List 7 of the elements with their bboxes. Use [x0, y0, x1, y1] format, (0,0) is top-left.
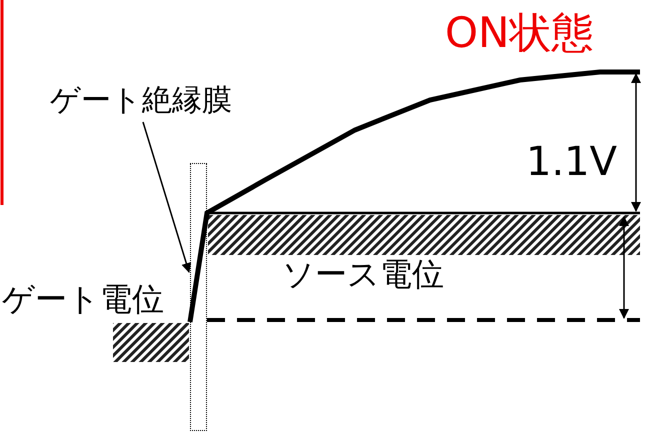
callout-text: ゲート絶縁膜	[50, 86, 232, 116]
dimension-label: 1.1V	[526, 142, 617, 182]
insulator-box	[190, 163, 207, 431]
level-label: ソース電位	[282, 258, 444, 290]
level-label: ゲート電位	[2, 283, 164, 315]
title: ON状態	[445, 12, 594, 54]
leader-line	[142, 122, 192, 273]
